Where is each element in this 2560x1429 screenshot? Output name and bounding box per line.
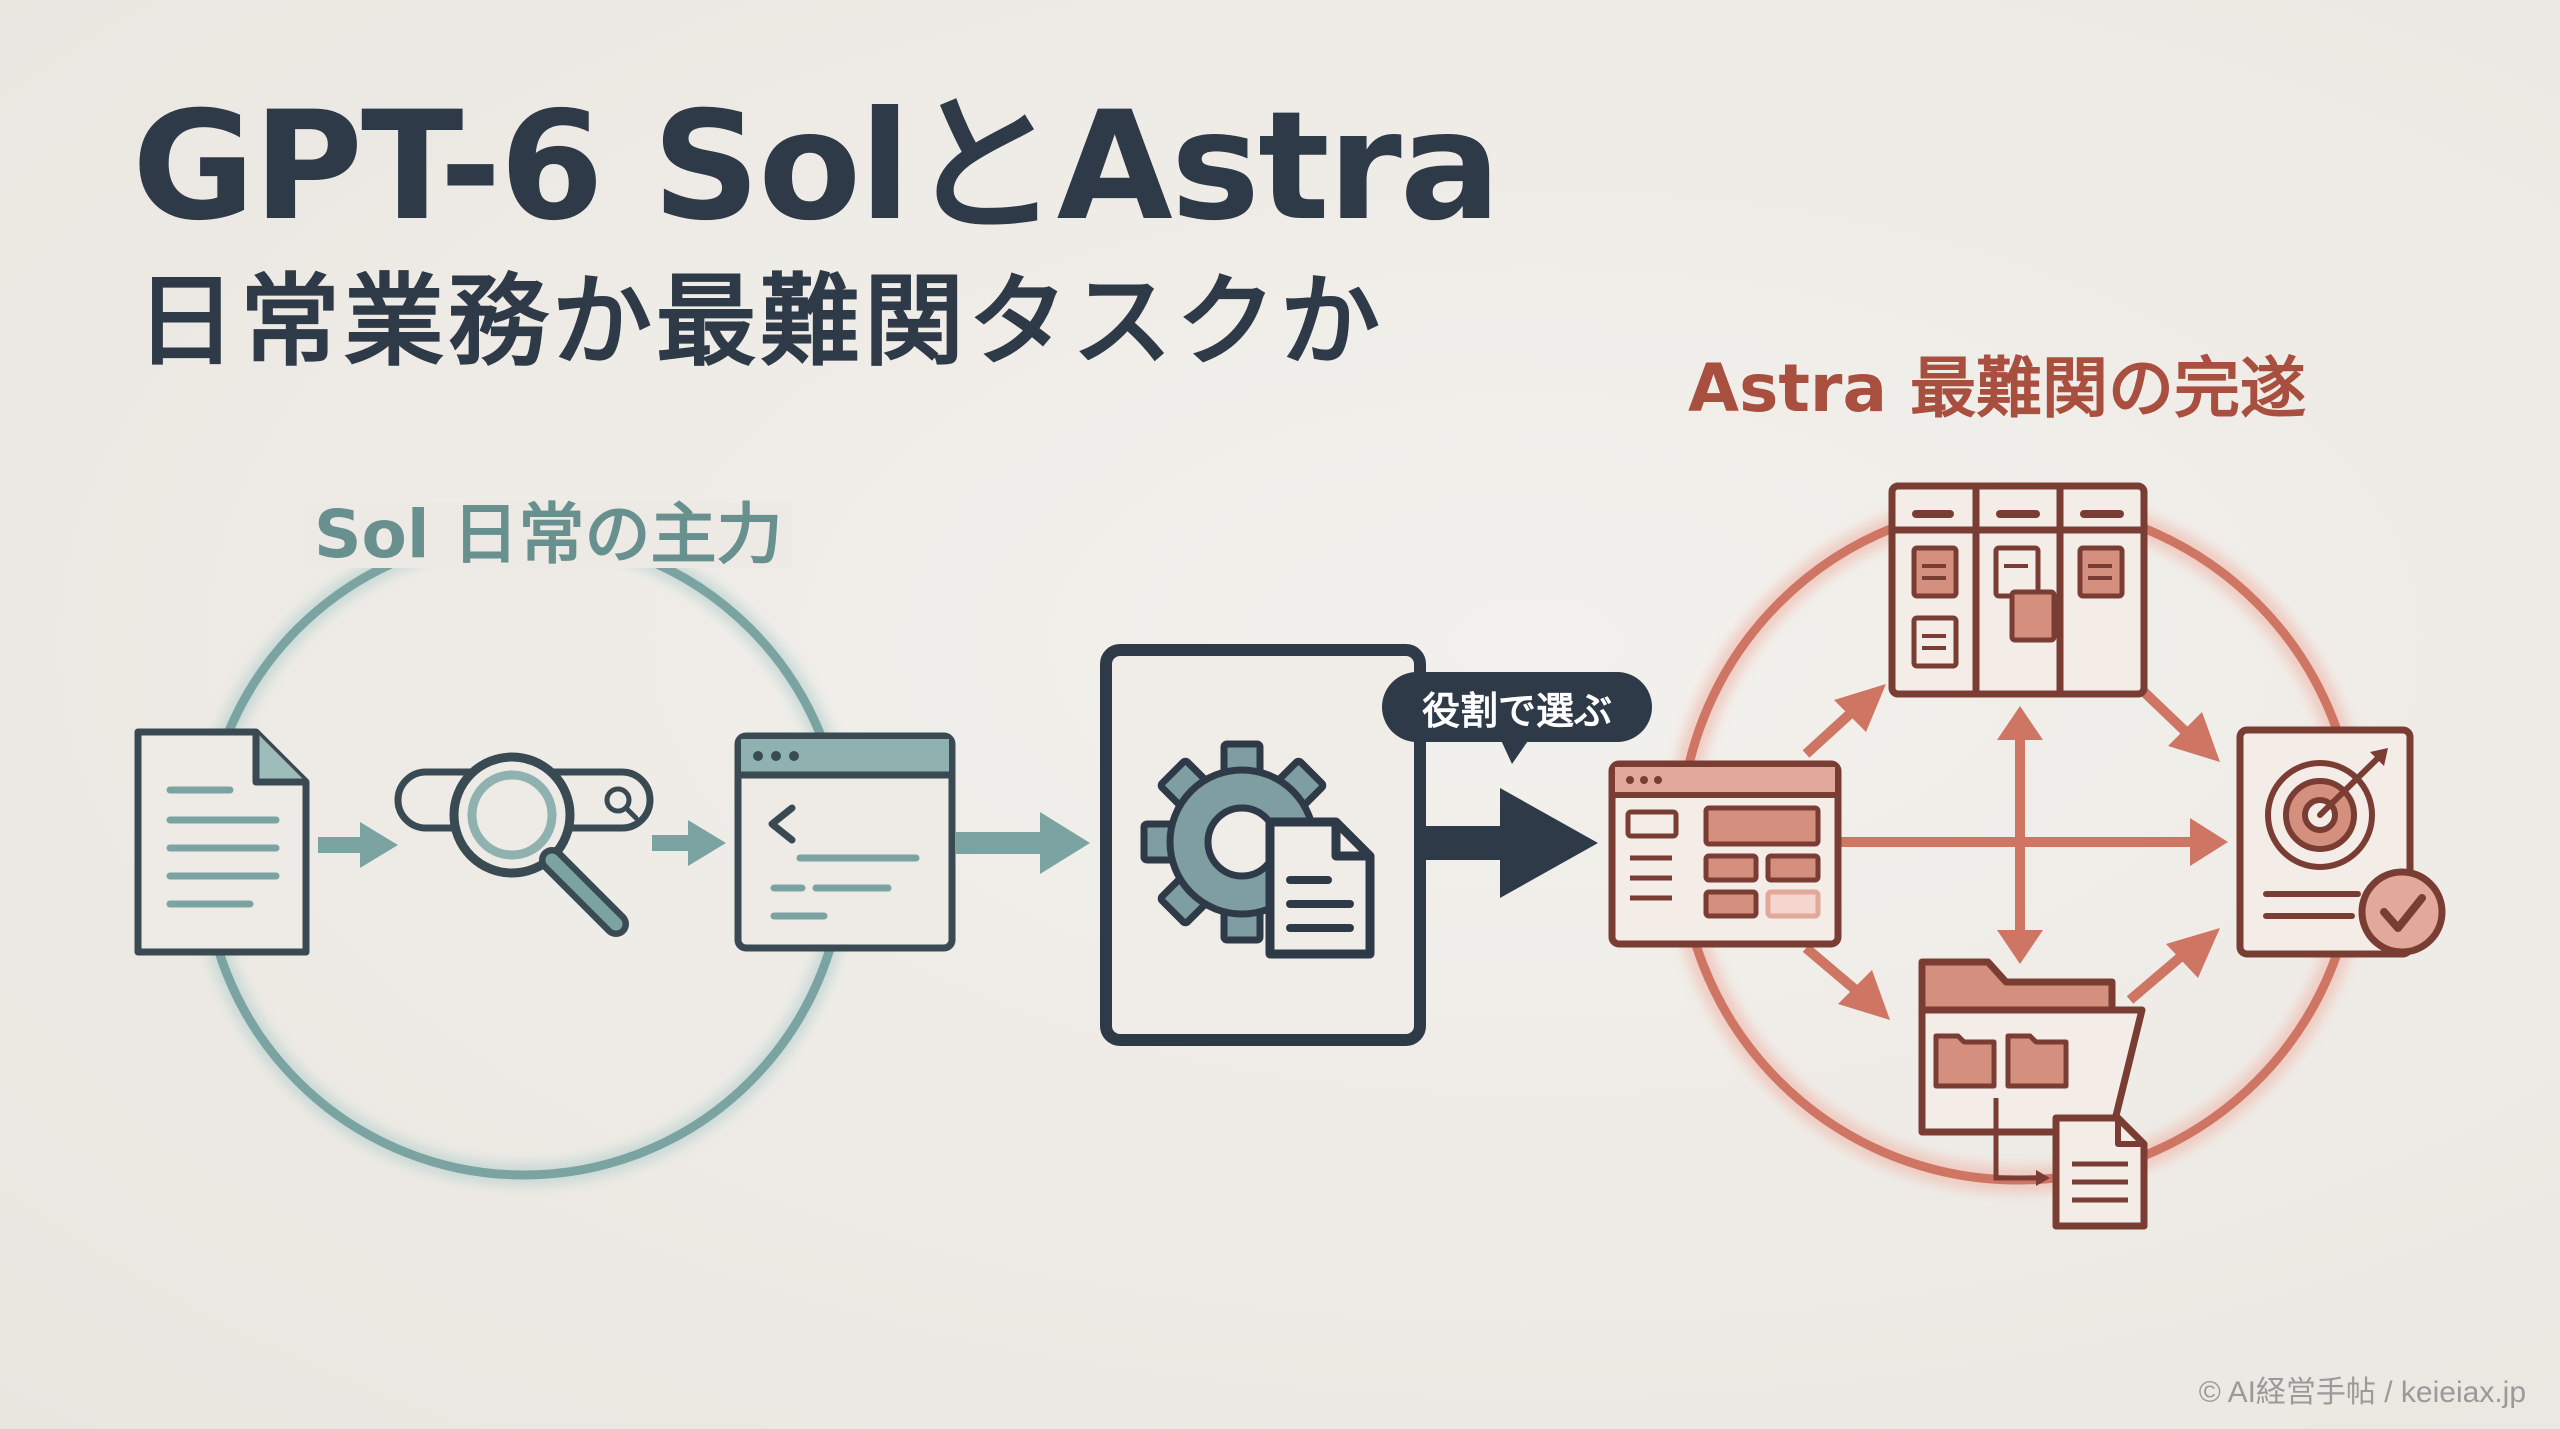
sol-label: Sol 日常の主力 xyxy=(304,502,793,568)
folder-files-icon xyxy=(1918,958,2148,1230)
footer-credit: © AI経営手帖 / keieiax.jp xyxy=(2198,1376,2526,1409)
dashboard-window-icon xyxy=(1608,760,1842,948)
sol-group xyxy=(134,524,1090,1186)
page-title: GPT-6 SolとAstra xyxy=(132,80,1501,254)
sol-arrow-2 xyxy=(652,820,726,866)
code-window-icon xyxy=(734,732,956,952)
page-subtitle: 日常業務か最難関タスクか xyxy=(136,263,1384,380)
document-icon xyxy=(134,728,310,956)
kanban-board-icon xyxy=(1888,482,2148,698)
astra-group xyxy=(1608,482,2446,1230)
astra-label: Astra 最難関の完遂 xyxy=(1688,350,2306,427)
target-check-icon xyxy=(2236,726,2446,958)
search-icon xyxy=(394,752,654,937)
sol-arrow-3 xyxy=(956,812,1090,874)
bubble-tail xyxy=(1500,738,1530,764)
sol-arrow-1 xyxy=(318,822,398,868)
astra-connectors xyxy=(1802,684,2228,1020)
center-arrow xyxy=(1420,788,1598,898)
role-bubble: 役割で選ぶ xyxy=(1382,672,1652,742)
center-group xyxy=(1100,644,1598,1046)
gear-document-icon xyxy=(1140,740,1375,959)
